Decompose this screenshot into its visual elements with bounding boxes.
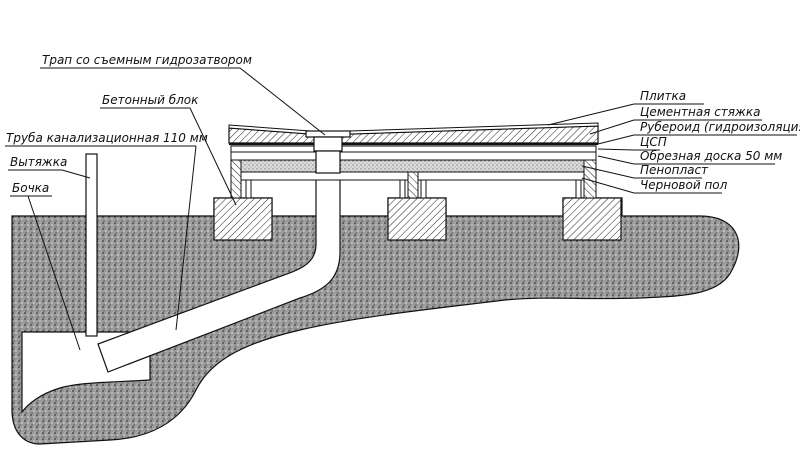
label-vent: Вытяжка [10,155,67,169]
board-layer [230,151,597,161]
label-trap: Трап со съемным гидрозатвором [42,53,252,67]
label-board: Обрезная доска 50 мм [640,149,782,163]
vent-pipe [85,153,98,337]
sewer-pipe [97,169,341,373]
label-barrel: Бочка [12,181,49,195]
concrete-block-3 [562,197,622,241]
csp-layer [230,145,597,153]
ground-soil [11,197,740,445]
label-block: Бетонный блок [102,93,199,107]
foam-layer [240,159,585,173]
label-pipe: Труба канализационная 110 мм [6,131,208,145]
leader-lines [5,67,797,351]
label-csp: ЦСП [640,135,667,149]
label-foam: Пенопласт [640,163,709,177]
label-tile: Плитка [640,89,686,103]
label-screed: Цементная стяжка [640,105,760,119]
label-ruberoid: Рубероид (гидроизоляция) [640,120,800,134]
drain-trap [305,130,351,174]
concrete-block-1 [213,197,273,241]
concrete-block-2 [387,197,447,241]
label-subfloor: Черновой пол [640,178,728,192]
